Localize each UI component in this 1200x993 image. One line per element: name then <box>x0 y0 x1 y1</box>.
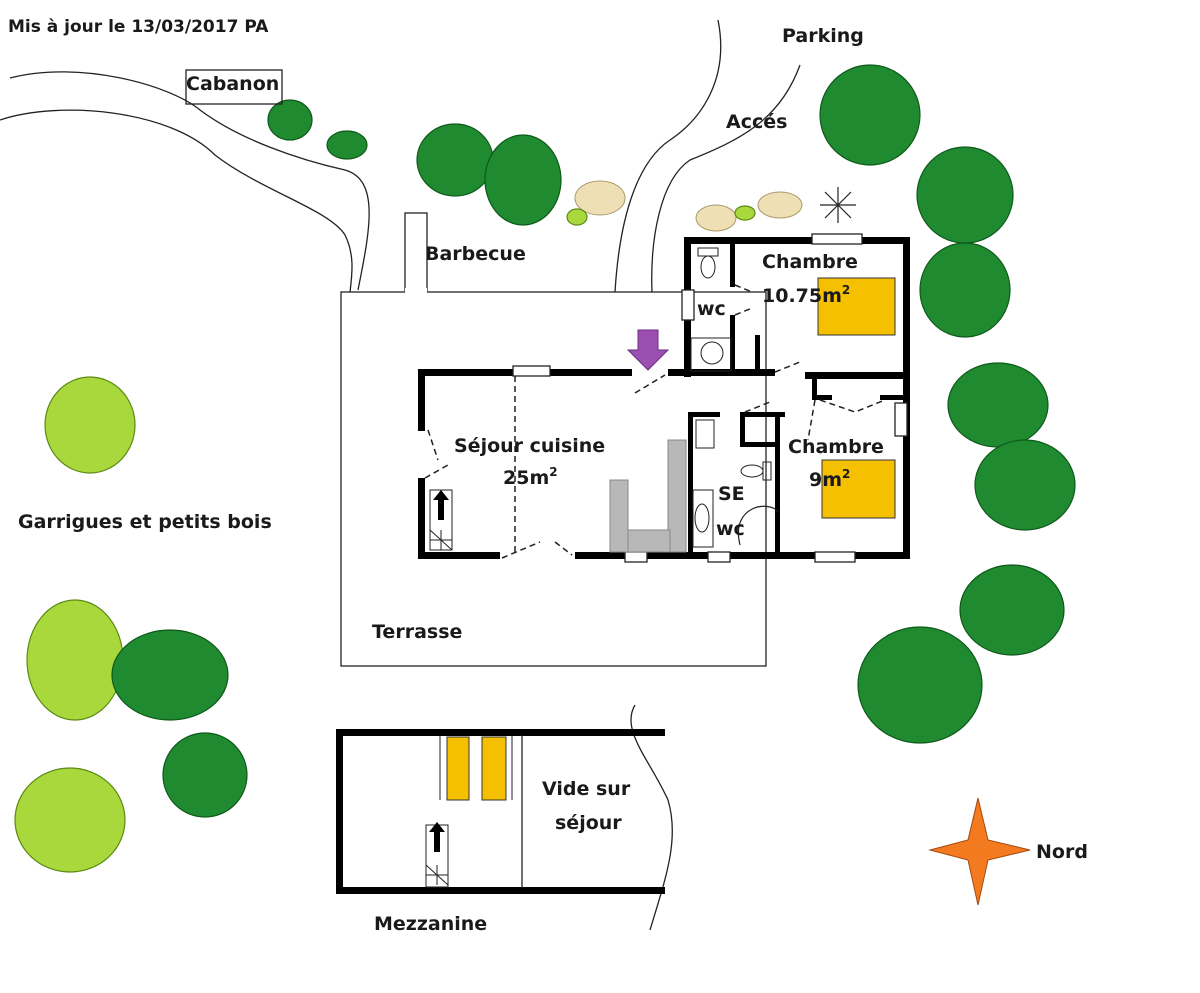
label-se: SE <box>718 483 745 505</box>
bush <box>566 208 588 226</box>
tree <box>916 146 1014 244</box>
label-chambre-1-area: 10.75m2 <box>762 283 850 307</box>
label-sejour: Séjour cuisine <box>454 435 605 457</box>
label-sejour-area: 25m2 <box>503 465 558 489</box>
label-acces: Accés <box>726 111 787 133</box>
mezzanine-plan <box>336 729 665 894</box>
label-parking: Parking <box>782 25 864 47</box>
tree <box>267 99 313 141</box>
tree <box>919 242 1011 338</box>
label-terrasse: Terrasse <box>372 621 462 643</box>
bed <box>821 459 896 519</box>
cabanon-box <box>185 69 283 105</box>
label-sejour-vide: séjour <box>555 812 622 834</box>
tree <box>959 564 1065 656</box>
barbecue-box <box>404 212 428 292</box>
label-chambre-2-area: 9m2 <box>809 467 850 491</box>
update-note: Mis à jour le 13/03/2017 PA <box>8 17 269 37</box>
tree <box>974 439 1076 531</box>
fixtures <box>609 247 896 553</box>
terrasse-outline <box>340 291 767 667</box>
tree <box>416 123 494 197</box>
tree <box>162 732 248 818</box>
label-chambre-1: Chambre <box>762 251 858 273</box>
label-nord: Nord <box>1036 841 1088 863</box>
label-wc-1: wc <box>697 298 726 320</box>
tree <box>484 134 562 226</box>
label-wc-2: wc <box>716 518 745 540</box>
tree <box>947 362 1049 448</box>
doors <box>424 284 886 559</box>
bush <box>757 191 803 219</box>
label-garrigues: Garrigues et petits bois <box>18 511 272 533</box>
tree <box>857 626 983 744</box>
compass-star-icon <box>928 797 1031 906</box>
entry-arrow-icon <box>626 329 670 371</box>
label-vide-sur: Vide sur <box>542 778 631 800</box>
windows <box>512 233 908 563</box>
plant-star-icon <box>820 187 856 223</box>
label-mezzanine: Mezzanine <box>374 913 487 935</box>
bush <box>734 205 756 221</box>
tree <box>819 64 921 166</box>
tree <box>26 599 124 721</box>
label-cabanon: Cabanon <box>186 73 279 95</box>
bush <box>695 204 737 232</box>
stairs-icon <box>429 489 453 551</box>
label-barbecue: Barbecue <box>425 243 526 265</box>
bush <box>574 180 626 216</box>
bed <box>817 277 896 336</box>
tree <box>44 376 136 474</box>
label-chambre-2: Chambre <box>788 436 884 458</box>
trees <box>14 64 1076 873</box>
tree <box>111 629 229 721</box>
tree <box>14 767 126 873</box>
tree <box>326 130 368 160</box>
